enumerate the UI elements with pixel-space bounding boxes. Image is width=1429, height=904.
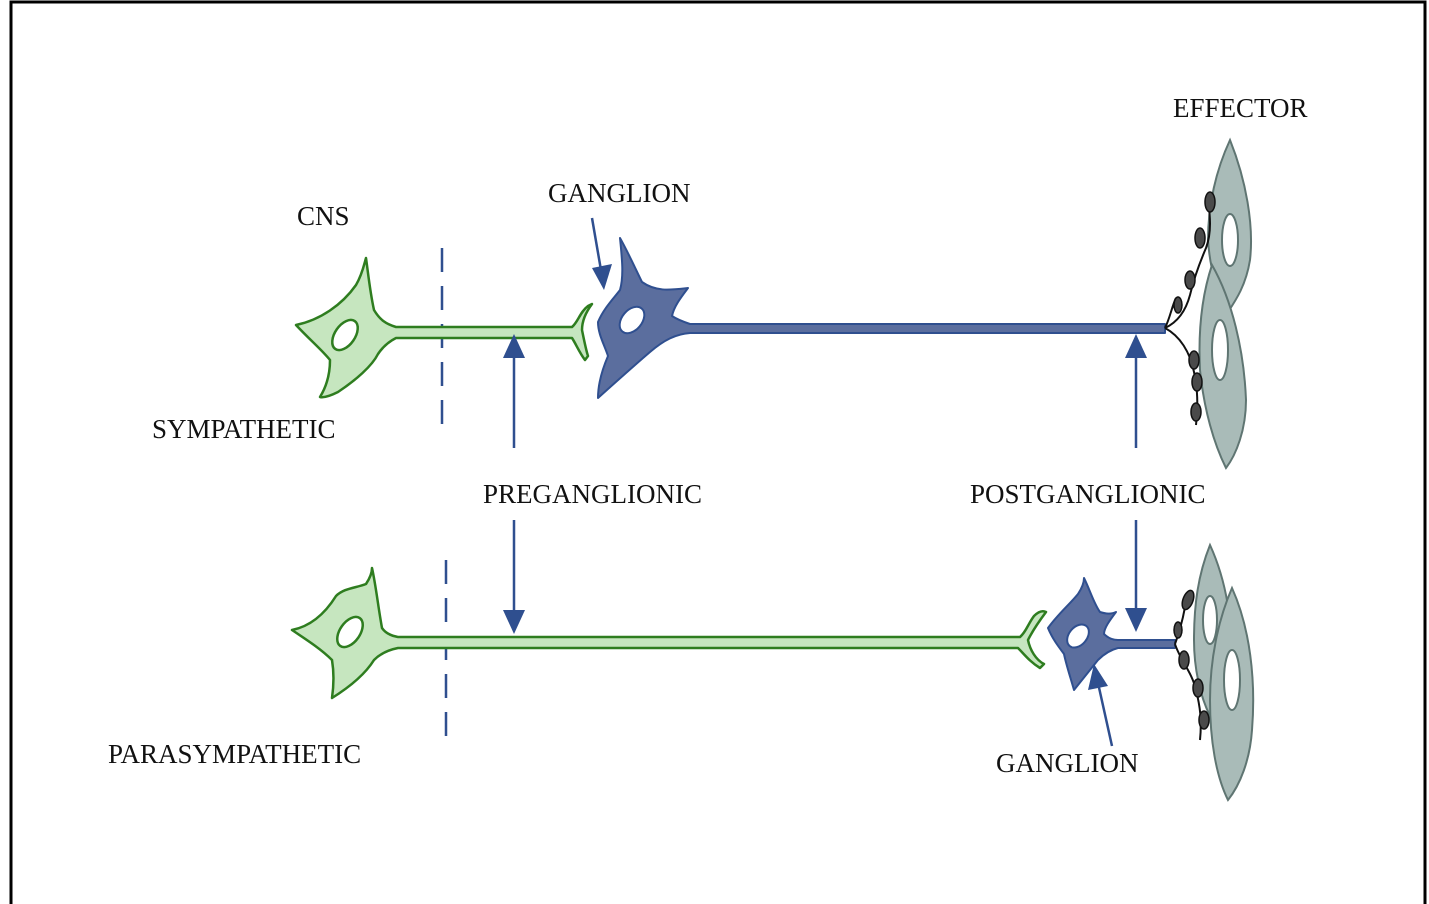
varicosity	[1198, 710, 1210, 730]
varicosity	[1181, 589, 1195, 611]
nucleus-icon	[1211, 319, 1229, 381]
varicosity	[1204, 191, 1216, 213]
label-effector: EFFECTOR	[1173, 93, 1308, 123]
varicosity	[1178, 650, 1190, 670]
arrowhead	[1125, 334, 1147, 358]
sympathetic-preganglionic-neuron	[294, 256, 594, 399]
arrowhead	[1125, 608, 1147, 632]
ganglion-neuron-icon	[597, 237, 1166, 399]
nucleus-icon	[1202, 595, 1218, 645]
arrowhead	[503, 610, 525, 634]
varicosity	[1194, 227, 1206, 249]
parasympathetic-preganglionic-neuron	[290, 566, 1048, 700]
arrowheads	[503, 264, 1147, 690]
varicosity	[1173, 296, 1183, 314]
label-cns: CNS	[297, 201, 350, 231]
ganglion-neuron-icon	[1047, 577, 1176, 691]
nucleus-icon	[618, 305, 646, 335]
arrowhead	[1088, 664, 1108, 690]
nucleus-icon	[331, 318, 359, 352]
nucleus-icon	[1223, 649, 1241, 711]
sympathetic-ganglion-neuron	[597, 237, 1166, 399]
label-ganglion-top: GANGLION	[548, 178, 691, 208]
parasympathetic-ganglion-neuron	[1047, 577, 1176, 691]
label-parasympathetic: PARASYMPATHETIC	[108, 739, 362, 769]
arrowhead	[503, 334, 525, 358]
sympathetic-effector	[1164, 137, 1253, 470]
varicosity	[1190, 402, 1202, 422]
figure-border	[9, 0, 1427, 904]
label-postganglionic: POSTGANGLIONIC	[970, 479, 1206, 509]
parasympathetic-effector	[1173, 542, 1255, 802]
nucleus-icon	[1221, 213, 1239, 267]
varicosity	[1184, 270, 1196, 290]
arrowhead	[592, 264, 612, 290]
nucleus-icon	[1066, 623, 1090, 649]
neuron-cell-body-icon	[290, 566, 1048, 700]
varicosity	[1173, 621, 1183, 639]
varicosity	[1192, 678, 1204, 698]
label-ganglion-bottom: GANGLION	[996, 748, 1139, 778]
varicosity	[1191, 372, 1203, 392]
label-preganglionic: PREGANGLIONIC	[483, 479, 702, 509]
neuron-cell-body-icon	[294, 256, 594, 399]
varicosity	[1188, 350, 1200, 370]
label-sympathetic: SYMPATHETIC	[152, 414, 336, 444]
nucleus-icon	[336, 615, 364, 649]
